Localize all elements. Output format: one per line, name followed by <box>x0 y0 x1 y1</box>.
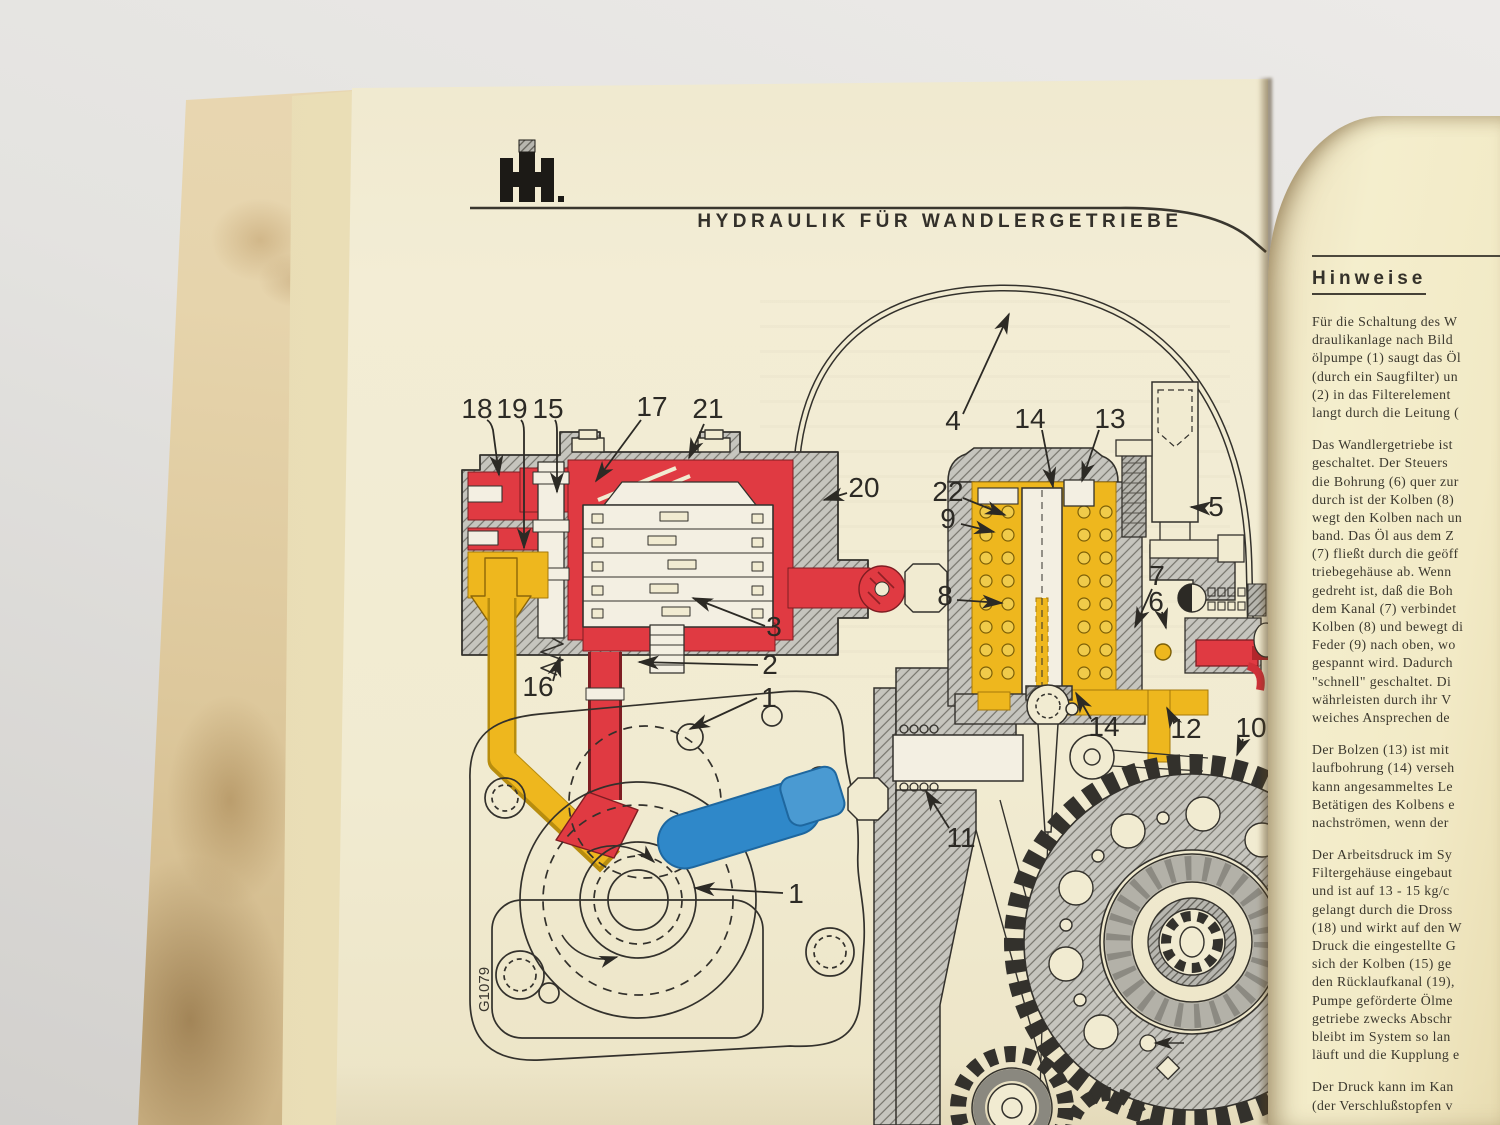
accumulator-section <box>847 381 1268 1125</box>
hex-bolt <box>847 777 889 821</box>
text-line: läuft und die Kupplung e <box>1312 1047 1460 1063</box>
svg-text:19: 19 <box>496 393 527 424</box>
text-line: "schnell" geschaltet. Di <box>1312 673 1452 689</box>
orifice-6 <box>1154 643 1172 661</box>
lower-gear <box>1065 1087 1151 1125</box>
text-line: Pumpe geförderte Ölme <box>1312 992 1453 1008</box>
svg-text:14: 14 <box>1088 711 1119 742</box>
callout-leaders <box>486 312 1251 897</box>
svg-text:11: 11 <box>946 822 975 853</box>
output-fitting-nut <box>904 563 948 613</box>
svg-text:1: 1 <box>761 682 777 713</box>
text-line: Für die Schaltung des W <box>1312 314 1458 329</box>
svg-text:17: 17 <box>636 391 667 422</box>
svg-text:9: 9 <box>940 503 956 534</box>
text-line: (der Verschlußstopfen v <box>1312 1097 1453 1113</box>
figure-code: G1079 <box>476 967 493 1012</box>
paragraph: Das Wandlergetriebe ist geschaltet. Der S… <box>1312 436 1500 727</box>
text-line: Der Druck kann im Kan <box>1312 1079 1454 1095</box>
right-page-heading: Hinweise <box>1312 268 1427 295</box>
right-page-text: Für die Schaltung des W draulikanlage nac… <box>1312 313 1500 1125</box>
clutch-gear <box>1004 754 1268 1125</box>
svg-text:3: 3 <box>766 611 782 642</box>
text-line: gedreht ist, daß die Boh <box>1312 582 1454 598</box>
text-line: Das Wandlergetriebe ist <box>1312 437 1453 453</box>
paragraph: Der Bolzen (13) ist mit laufbohrung (14) … <box>1312 741 1500 832</box>
svg-text:14: 14 <box>1014 403 1045 434</box>
svg-text:4: 4 <box>945 405 961 436</box>
hose-line <box>792 284 1255 651</box>
text-line: Kolben (8) und bewegt di <box>1312 619 1464 634</box>
svg-text:8: 8 <box>937 580 953 611</box>
svg-text:22: 22 <box>932 476 963 507</box>
text-line: währleisten durch ihr V <box>1312 691 1452 707</box>
text-line: gespannt wird. Dadurch <box>1312 655 1453 671</box>
svg-text:16: 16 <box>522 671 553 702</box>
paragraph: Der Druck kann im Kan (der Verschlußstopf… <box>1312 1078 1500 1114</box>
text-line: band. Das Öl aus dem Z <box>1312 528 1455 544</box>
text-line: Feder (9) nach oben, wo <box>1312 637 1456 653</box>
text-line: Der Arbeitsdruck im Sy <box>1312 847 1453 863</box>
text-line: laufbohrung (14) verseh <box>1312 760 1455 776</box>
callout-numbers: 18 19 15 17 21 20 16 3 2 1 1 4 14 13 22 … <box>461 391 1266 909</box>
text-line: getriebe zwecks Abschr <box>1312 1010 1452 1026</box>
text-line: sich der Kolben (15) ge <box>1312 956 1452 972</box>
text-line: draulikanlage nach Bild <box>1312 332 1453 348</box>
text-line: nachströmen, wenn der <box>1312 814 1449 830</box>
svg-text:20: 20 <box>848 472 879 503</box>
blue-lever <box>657 765 846 870</box>
right-page: Hinweise Für die Schaltung des W draulika… <box>1268 116 1500 1125</box>
svg-text:13: 13 <box>1094 403 1125 434</box>
red-fitting <box>1195 639 1259 667</box>
right-page-rule <box>1312 255 1500 257</box>
pin-13 <box>1063 479 1095 507</box>
svg-text:6: 6 <box>1148 586 1164 617</box>
header-rule <box>470 206 1267 253</box>
svg-text:18: 18 <box>461 393 492 424</box>
text-line: Betätigen des Kolbens e <box>1312 796 1455 812</box>
hydraulic-diagram: G1079 <box>461 139 1268 1125</box>
vent-duct <box>1151 381 1199 523</box>
text-line: (2) in das Filterelement <box>1312 386 1451 402</box>
text-line: weiches Ansprechen de <box>1312 709 1450 725</box>
idler-gear <box>950 1046 1074 1125</box>
text-line: bleibt im System so lan <box>1312 1028 1451 1044</box>
page-title: HYDRAULIK FÜR WANDLERGETRIEBE <box>697 211 1183 232</box>
text-line: den Rücklaufkanal (19), <box>1312 974 1455 990</box>
text-line: ölpumpe (1) saugt das Öl <box>1312 350 1462 366</box>
svg-text:5: 5 <box>1208 491 1224 522</box>
text-line: (durch ein Saugfilter) un <box>1312 368 1459 384</box>
ih-logo <box>500 139 564 202</box>
svg-text:12: 12 <box>1170 713 1201 744</box>
text-line: wegt den Kolben nach un <box>1312 509 1463 525</box>
text-line: und ist auf 13 - 15 kg/c <box>1312 883 1450 899</box>
text-line: Druck die eingestellte G <box>1312 938 1457 953</box>
svg-text:1: 1 <box>788 878 804 909</box>
pressure-pipe <box>555 652 639 859</box>
svg-text:21: 21 <box>692 393 723 424</box>
text-line: Filtergehäuse eingebaut <box>1312 865 1453 881</box>
text-line: geschaltet. Der Steuers <box>1312 455 1449 471</box>
text-line: die Bohrung (6) quer zur <box>1312 473 1459 489</box>
text-line: (18) und wirkt auf den W <box>1312 919 1462 935</box>
svg-text:7: 7 <box>1149 560 1165 591</box>
text-line: durch ist der Kolben (8) <box>1312 491 1455 507</box>
svg-text:15: 15 <box>532 393 563 424</box>
text-line: kann angesammeltes Le <box>1312 778 1453 794</box>
paragraph: Der Arbeitsdruck im Sy Filtergehäuse eing… <box>1312 846 1500 1064</box>
text-line: (7) fließt durch die geöff <box>1312 546 1459 562</box>
text-line: langt durch die Leitung ( <box>1312 404 1460 420</box>
text-line: Der Bolzen (13) ist mit <box>1312 742 1450 758</box>
oil-pump-housing: G1079 <box>469 690 866 1061</box>
text-line: dem Kanal (7) verbindet <box>1312 600 1457 616</box>
svg-text:2: 2 <box>762 649 778 680</box>
spring-pack <box>1207 587 1246 611</box>
text-line: gelangt durch die Dross <box>1312 901 1453 917</box>
text-line: triebegehäuse ab. Wenn <box>1312 564 1452 580</box>
paragraph: Für die Schaltung des W draulikanlage nac… <box>1312 313 1500 422</box>
